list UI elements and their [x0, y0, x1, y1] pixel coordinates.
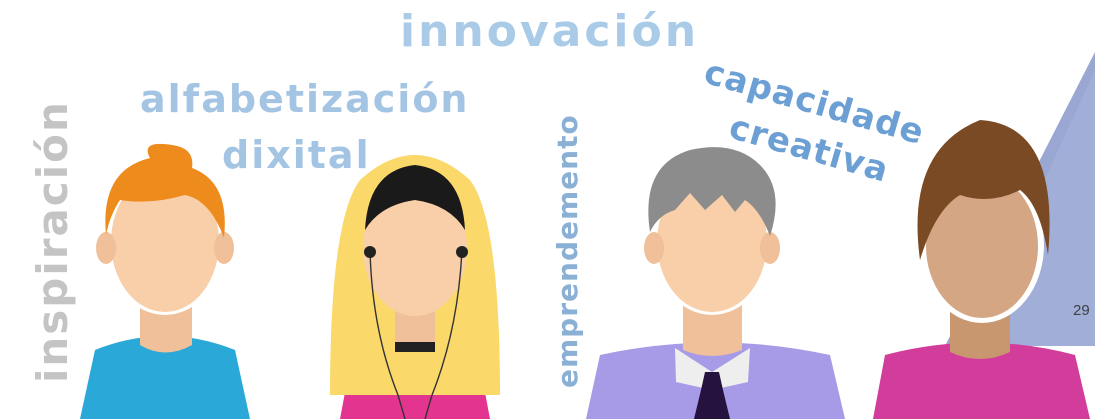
person-orange-hair [72, 143, 258, 419]
person-brown-hair [873, 120, 1090, 419]
page-number: 29 [1073, 302, 1090, 319]
person-blonde-hair [330, 155, 500, 419]
word-dixital: dixital [222, 133, 371, 177]
word-innovacion: innovación [400, 6, 700, 57]
person-grey-hair [586, 147, 845, 419]
word-alfabetizacion: alfabetización [140, 77, 470, 121]
word-emprendemento: emprendemento [551, 114, 584, 388]
word-inspiracion: inspiración [28, 100, 77, 383]
